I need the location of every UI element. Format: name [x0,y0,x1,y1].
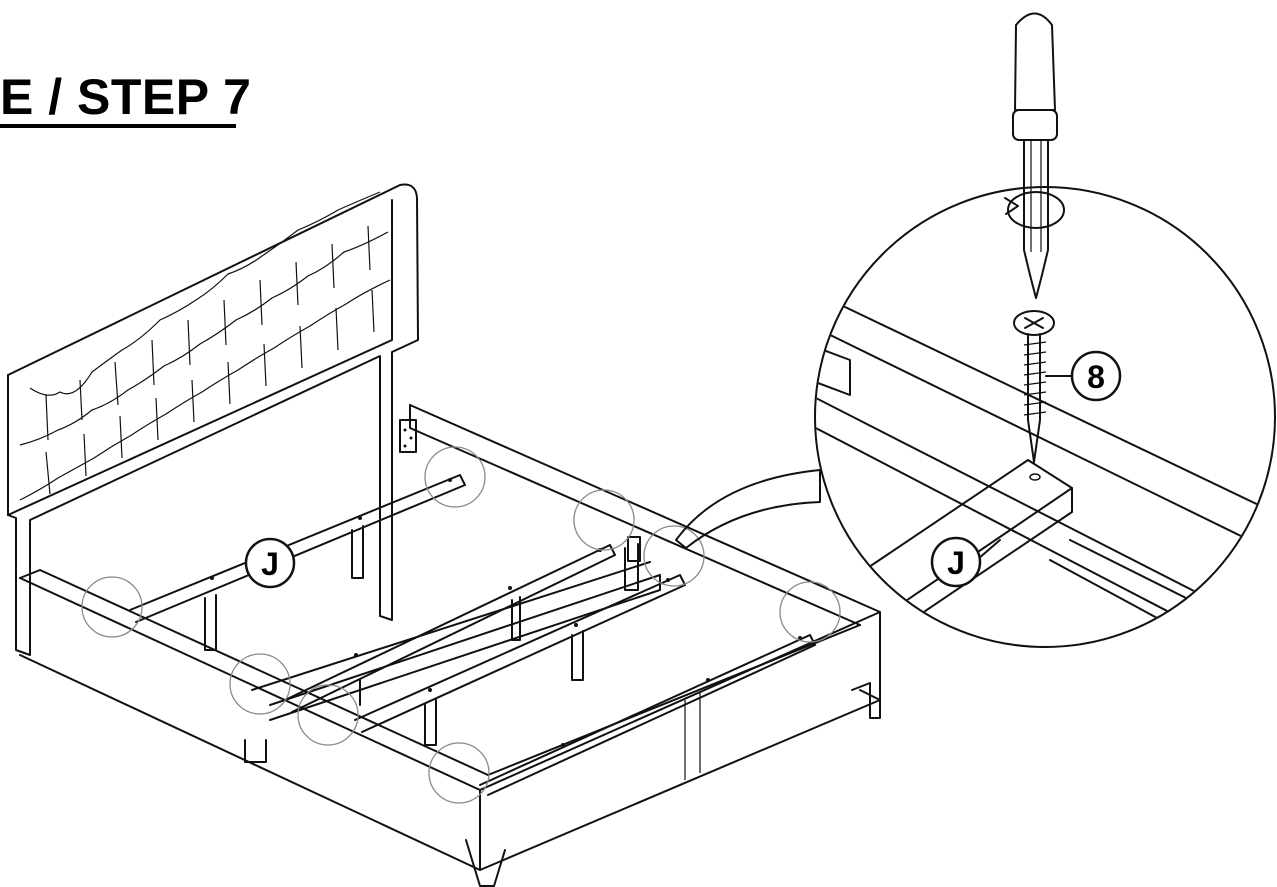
hardware-label-8: 8 [1045,350,1122,402]
support-legs [204,525,639,746]
svg-text:8: 8 [1087,359,1105,395]
tufting-pattern [19,191,391,501]
svg-text:J: J [261,546,279,582]
bed-frame [19,404,881,887]
part-label-j-main: J [244,537,296,589]
detail-view [814,12,1276,648]
callout-circles [81,446,841,804]
svg-text:J: J [947,545,965,581]
slat-holes [210,478,802,747]
title-underline [0,124,236,128]
step-title: E / STEP 7 [0,69,252,125]
headboard [7,183,419,656]
screwdriver-icon [1012,12,1058,299]
rotate-arrow-icon [1004,191,1065,229]
part-label-j-detail: J [930,536,1001,588]
screw-icon [1013,310,1055,463]
